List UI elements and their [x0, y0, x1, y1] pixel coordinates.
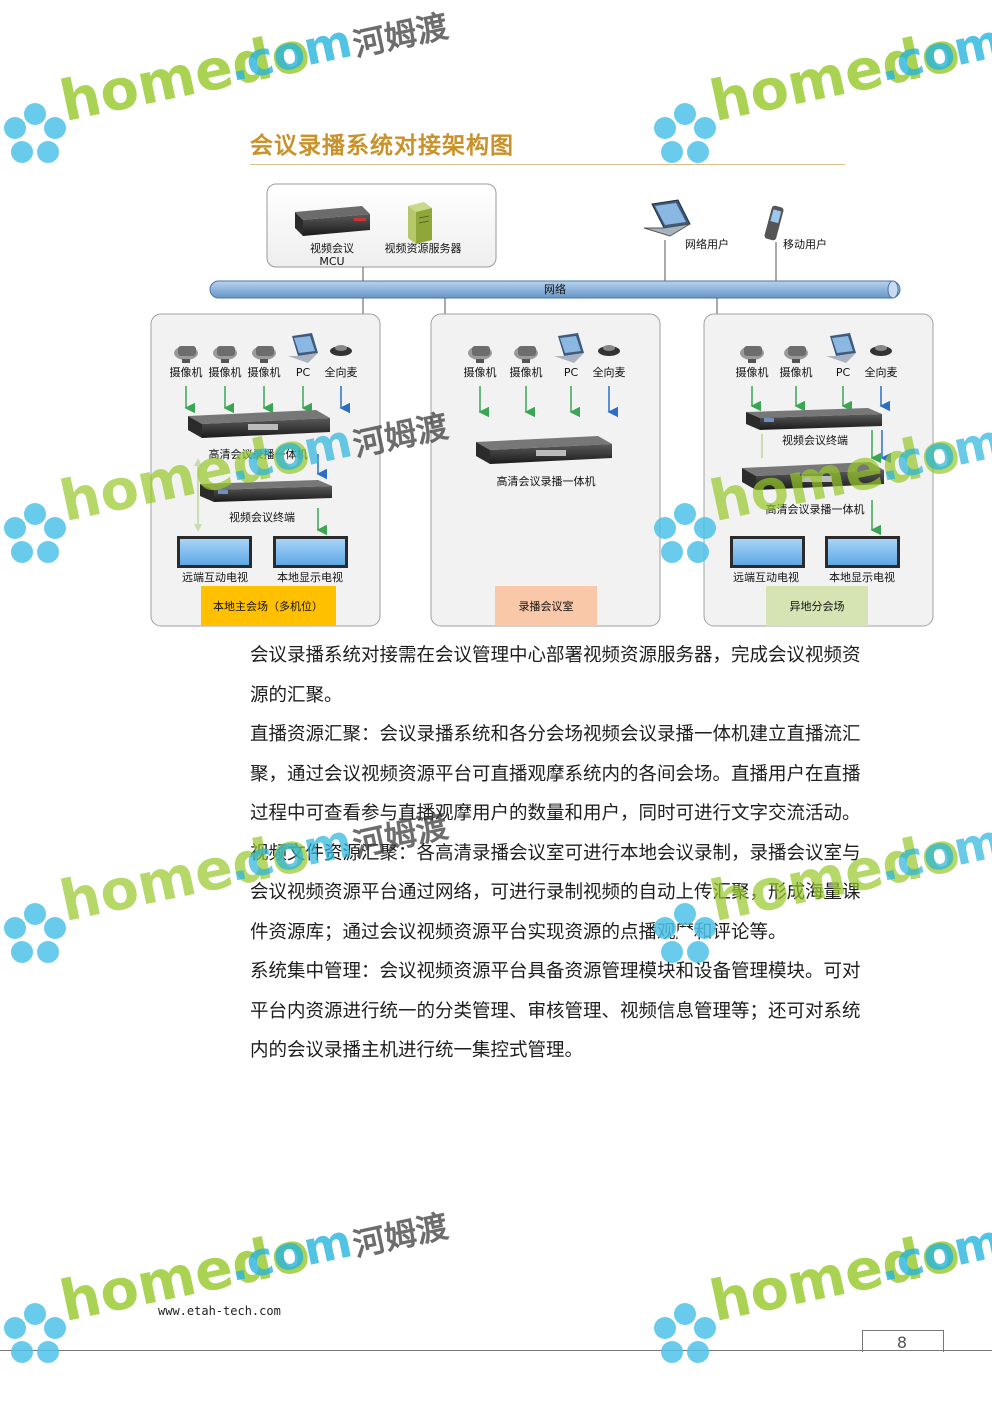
watermark-domain: .com — [223, 13, 357, 93]
recorder-device-icon — [188, 410, 330, 438]
body-text: 会议录播系统对接需在会议管理中心部署视频资源服务器，完成会议视频资源的汇聚。 直… — [250, 636, 865, 1071]
server-label: 视频资源服务器 — [385, 241, 462, 255]
device-label: 全向麦 — [593, 365, 626, 379]
device-label: PC — [836, 366, 851, 379]
microphone-icon — [598, 345, 620, 356]
flower-logo-icon — [4, 103, 66, 163]
flower-logo-icon — [4, 1303, 66, 1363]
watermark-cn: 河姆渡 — [349, 6, 452, 65]
mobile-user-label: 移动用户 — [783, 237, 827, 251]
mcu-label-2: MCU — [319, 255, 344, 268]
paragraph: 会议录播系统对接需在会议管理中心部署视频资源服务器，完成会议视频资源的汇聚。 — [250, 645, 861, 706]
watermark-brand: homedo — [704, 18, 966, 135]
flower-logo-icon — [654, 1303, 716, 1363]
watermark-domain: .com — [223, 1213, 357, 1292]
page-number: 8 — [896, 1333, 908, 1352]
camera-icon — [784, 346, 808, 363]
flower-logo-icon — [4, 903, 66, 963]
tv-label: 本地显示电视 — [277, 570, 343, 584]
device-label: 摄像机 — [510, 365, 543, 379]
recorder-label: 高清会议录播一体机 — [766, 502, 865, 516]
room-name-badge — [495, 586, 597, 626]
laptop-icon — [643, 199, 691, 237]
watermark-brand: homedo — [704, 1218, 966, 1335]
network-user-label: 网络用户 — [685, 237, 729, 251]
room-name: 录播会议室 — [519, 599, 574, 613]
camera-icon — [514, 346, 538, 363]
watermark-cn: 河姆渡 — [349, 1206, 452, 1265]
microphone-icon — [330, 345, 352, 356]
device-label: 摄像机 — [248, 365, 281, 379]
architecture-diagram: 视频会议 MCU 视频资源服务器 网络用户 移动用户 网络 摄像机 摄像机 摄像… — [150, 183, 934, 627]
terminal-label: 视频会议终端 — [782, 433, 848, 447]
paragraph: 直播资源汇聚：会议录播系统和各分会场视频会议录播一体机建立直播流汇聚，通过会议视… — [250, 724, 861, 824]
title-divider — [250, 164, 845, 165]
device-label: 全向麦 — [325, 365, 358, 379]
device-label: PC — [296, 366, 311, 379]
paragraph: 系统集中管理：会议视频资源平台具备资源管理模块和设备管理模块。可对平台内资源进行… — [250, 961, 861, 1061]
device-label: 摄像机 — [780, 365, 813, 379]
device-label: 全向麦 — [865, 365, 898, 379]
watermark-domain: .com — [873, 13, 992, 93]
recording-room-panel — [430, 313, 661, 627]
mcu-icon — [295, 206, 370, 236]
flower-logo-icon — [4, 503, 66, 563]
device-label: PC — [564, 366, 579, 379]
pc-laptop-icon — [554, 333, 584, 363]
room-name-badge — [201, 586, 336, 626]
watermark-brand: homedo — [54, 18, 316, 135]
camera-icon — [468, 346, 492, 363]
video-terminal-icon — [200, 480, 332, 502]
recorder-device-icon — [742, 462, 884, 490]
server-icon — [408, 202, 432, 244]
central-server-box — [266, 183, 497, 268]
footer-divider — [0, 1350, 992, 1351]
tv-label: 远端互动电视 — [182, 570, 248, 584]
recorder-label: 高清会议录播一体机 — [209, 447, 308, 461]
flower-logo-icon — [654, 103, 716, 163]
recorder-device-icon — [476, 436, 612, 464]
tv-icon — [273, 536, 348, 568]
footer-url: www.etah-tech.com — [158, 1304, 281, 1318]
pc-laptop-icon — [826, 333, 856, 363]
mobile-phone-icon — [764, 205, 784, 241]
page-number-tab — [862, 1330, 944, 1352]
device-label: 摄像机 — [464, 365, 497, 379]
device-label: 摄像机 — [209, 365, 242, 379]
mcu-label-1: 视频会议 — [310, 241, 354, 255]
video-terminal-icon — [746, 408, 882, 430]
network-bus-label: 网络 — [544, 282, 566, 296]
tv-icon — [177, 536, 252, 568]
tv-icon — [825, 536, 900, 568]
room-name: 异地分会场 — [790, 599, 845, 613]
recorder-label: 高清会议录播一体机 — [497, 474, 596, 488]
tv-label: 本地显示电视 — [829, 570, 895, 584]
tv-label: 远端互动电视 — [733, 570, 799, 584]
device-label: 摄像机 — [736, 365, 769, 379]
camera-icon — [213, 346, 237, 363]
room-name-badge — [766, 586, 868, 626]
camera-icon — [252, 346, 276, 363]
device-label: 摄像机 — [170, 365, 203, 379]
page-title: 会议录播系统对接架构图 — [250, 133, 514, 159]
watermark-domain: .com — [873, 1213, 992, 1292]
watermark-domain: .com — [873, 813, 992, 892]
paragraph: 视频文件资源汇聚：各高清录播会议室可进行本地会议录制，录播会议室与会议视频资源平… — [250, 842, 861, 943]
tv-icon — [730, 536, 805, 568]
pc-laptop-icon — [288, 333, 318, 363]
camera-icon — [174, 346, 198, 363]
microphone-icon — [870, 345, 892, 356]
camera-icon — [740, 346, 764, 363]
room-name: 本地主会场（多机位） — [213, 599, 323, 613]
terminal-label: 视频会议终端 — [229, 510, 295, 524]
